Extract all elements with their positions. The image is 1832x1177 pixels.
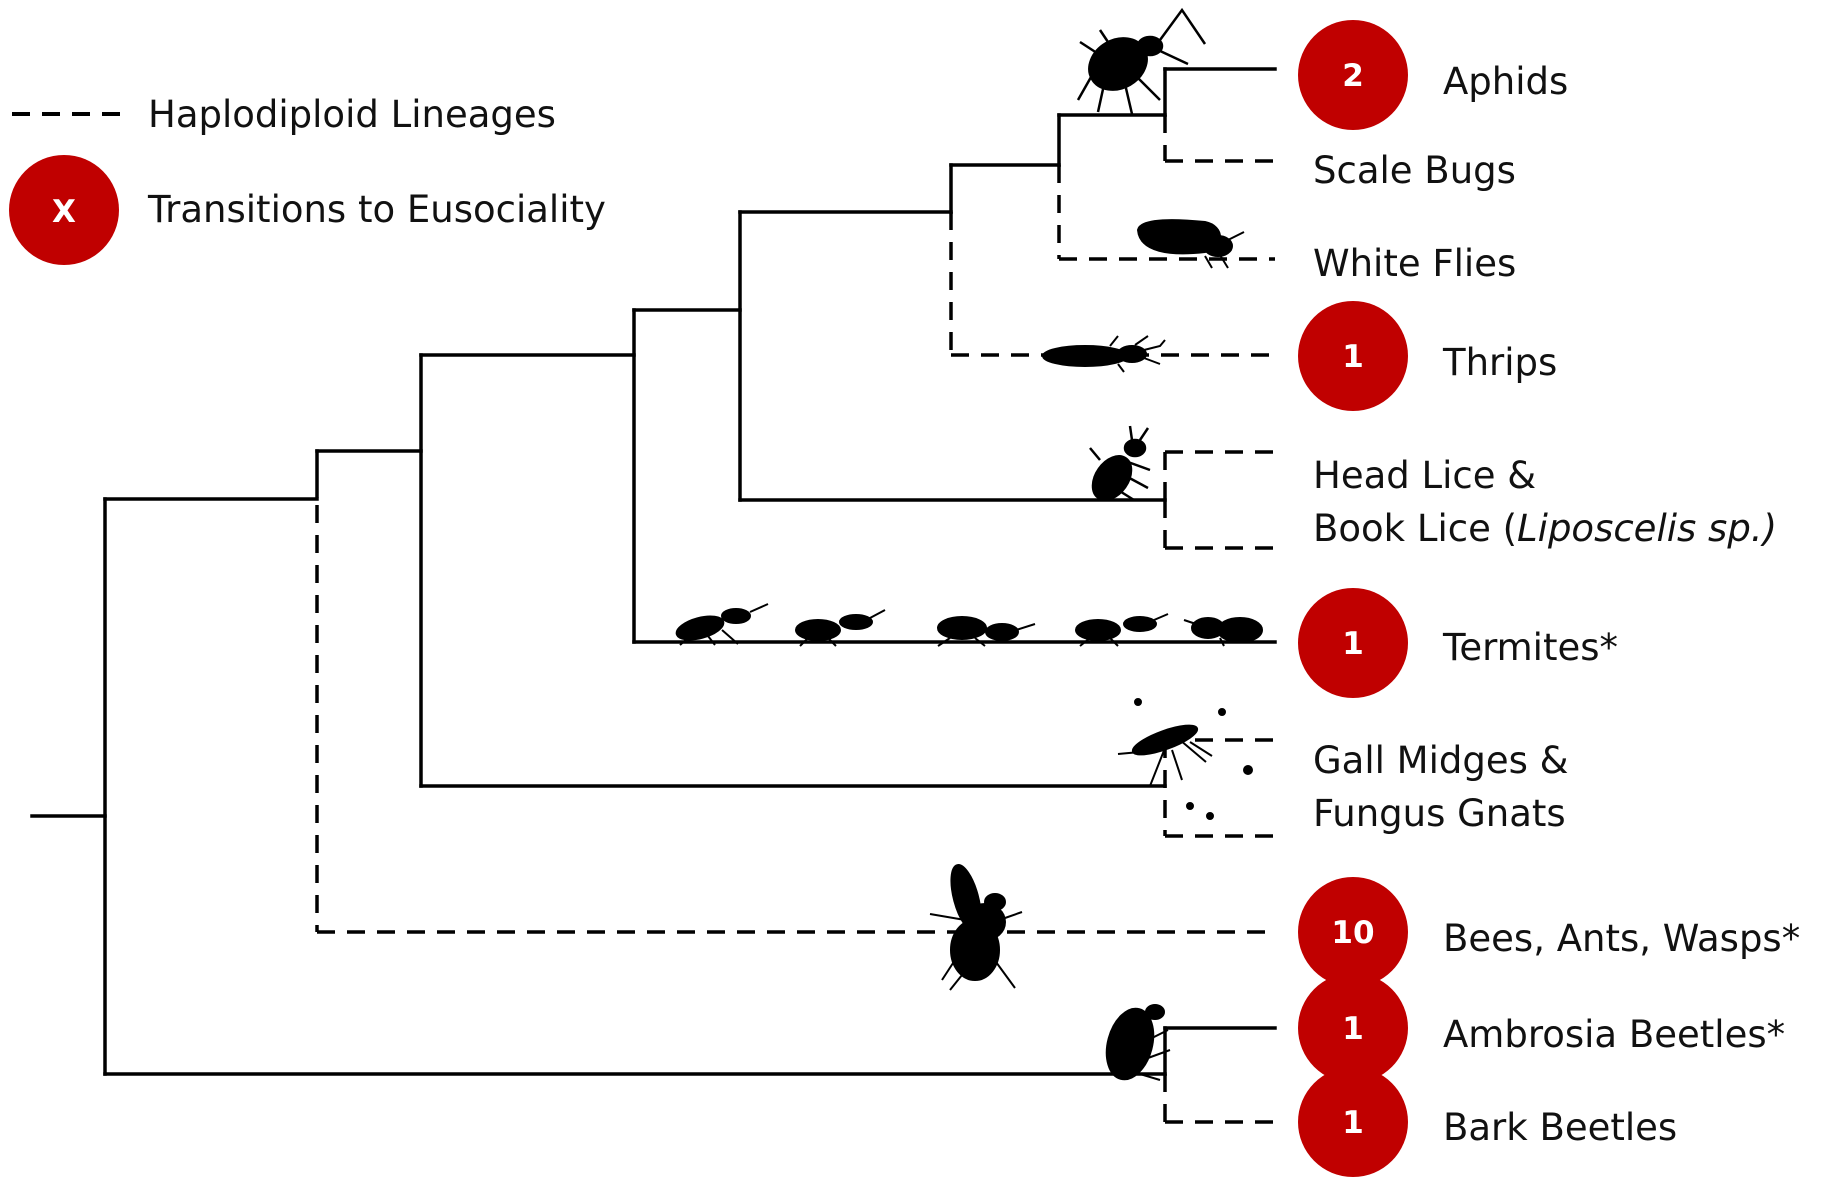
legend: Haplodiploid Lineages X Transitions to E… — [9, 93, 606, 265]
termite-icon — [675, 603, 1263, 647]
taxon-labels: Aphids Scale Bugs White Flies Thrips Hea… — [1313, 60, 1800, 1149]
badge-aphids-count: 2 — [1342, 58, 1364, 94]
taxon-label-gall-midges-line1: Gall Midges & — [1313, 739, 1569, 782]
legend-dashed-label: Haplodiploid Lineages — [148, 93, 556, 136]
whitefly-icon — [1136, 219, 1245, 269]
legend-badge-symbol: X — [52, 194, 76, 230]
badge-hymenoptera-count: 10 — [1331, 915, 1374, 951]
badge-thrips-count: 1 — [1342, 339, 1364, 375]
taxon-label-bark-beetles: Bark Beetles — [1443, 1106, 1677, 1149]
badge-termites-count: 1 — [1342, 626, 1364, 662]
legend-badge — [9, 155, 119, 265]
badge-thrips: 1 — [1298, 301, 1408, 411]
taxon-label-lice-line1: Head Lice & — [1313, 454, 1536, 497]
aphid-icon — [1076, 7, 1207, 115]
tree-solid-branches — [30, 67, 1277, 1076]
beetle-icon — [1105, 1004, 1171, 1081]
badge-ambrosia-beetles: 1 — [1298, 973, 1408, 1083]
taxon-label-ambrosia-beetles: Ambrosia Beetles* — [1443, 1013, 1785, 1056]
thrips-icon — [1042, 335, 1166, 373]
badge-termites: 1 — [1298, 588, 1408, 698]
taxon-label-thrips: Thrips — [1442, 341, 1557, 384]
badge-bark-beetles: 1 — [1298, 1067, 1408, 1177]
badge-aphids: 2 — [1298, 20, 1408, 130]
taxon-label-termites: Termites* — [1442, 626, 1618, 669]
taxon-label-lice-line2-italic: Liposcelis sp.) — [1517, 507, 1777, 550]
taxon-label-white-flies: White Flies — [1313, 242, 1516, 285]
legend-badge-label: Transitions to Eusociality — [147, 188, 606, 231]
taxon-label-lice-line2-prefix: Book Lice ( — [1313, 507, 1517, 550]
taxon-label-gall-midges-line2: Fungus Gnats — [1313, 792, 1566, 835]
louse-icon — [1089, 425, 1151, 502]
badge-hymenoptera: 10 — [1298, 877, 1408, 987]
midge-icon — [1117, 698, 1253, 820]
bee-icon — [929, 864, 1023, 991]
taxon-label-hymenoptera: Bees, Ants, Wasps* — [1443, 917, 1800, 960]
taxon-label-scale-bugs: Scale Bugs — [1313, 149, 1516, 192]
badge-bark-beetles-count: 1 — [1342, 1105, 1364, 1141]
taxon-label-aphids: Aphids — [1443, 60, 1568, 103]
taxon-label-lice-line2: Book Lice (Liposcelis sp.) — [1313, 507, 1777, 550]
badge-ambrosia-beetles-count: 1 — [1342, 1011, 1364, 1047]
